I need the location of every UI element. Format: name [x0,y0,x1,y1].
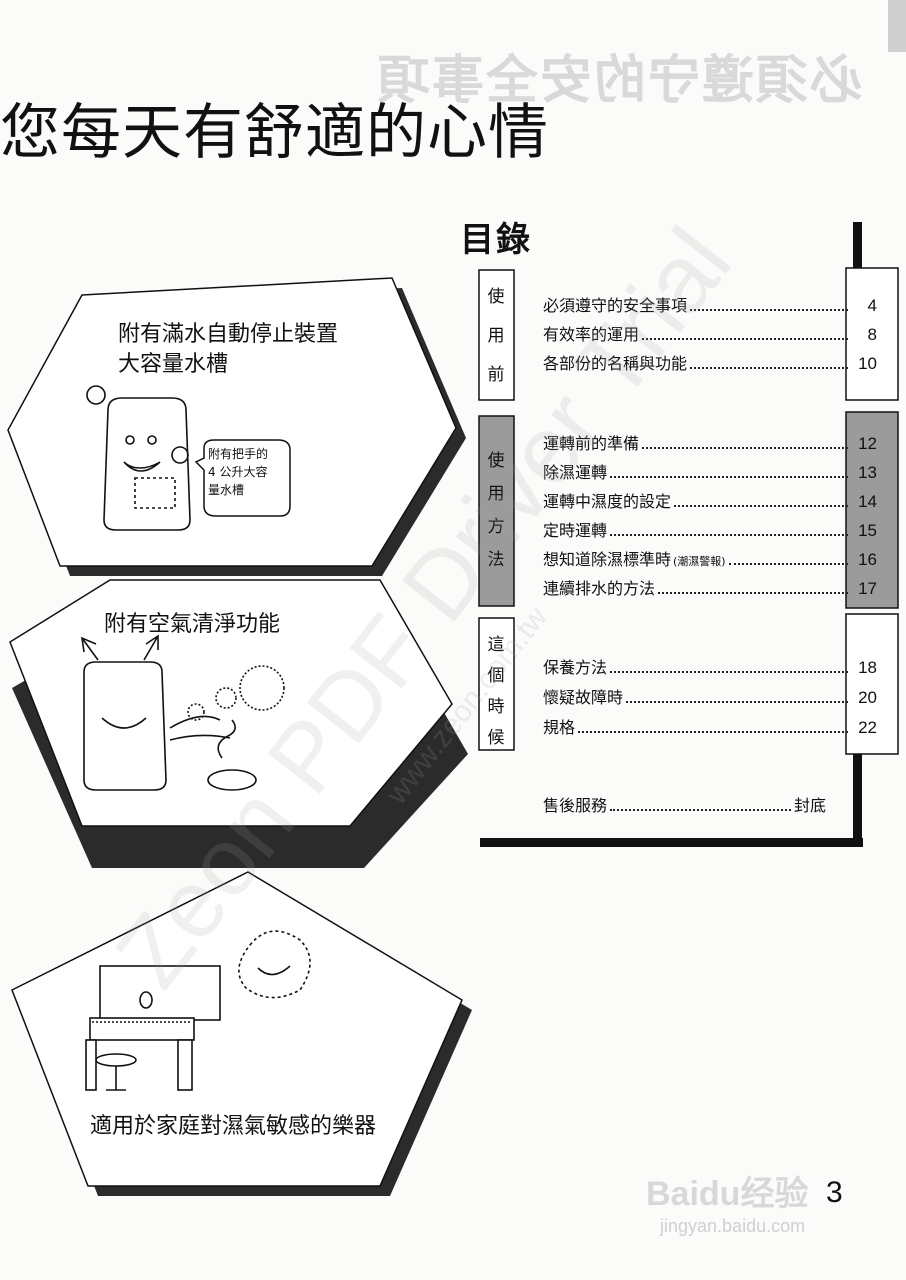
toc-entry[interactable]: 各部份的名稱與功能 10 [543,350,877,374]
leader-dots [690,308,848,311]
toc-entry-page: 13 [858,463,877,482]
toc-entry-page: 10 [858,354,877,373]
leader-dots [674,504,848,507]
after-sales-page: 封底 [793,796,826,815]
label-char: 個 [487,666,505,686]
bubble-line-3: 量水槽 [208,483,245,497]
toc-entry-title: 各部份的名稱與功能 [543,354,688,373]
toc-entry-title: 必須遵守的安全事項 [543,296,688,315]
toc-entry-title: 保養方法 [543,658,608,677]
page-number: 3 [826,1176,843,1209]
page-title: 您每天有舒適的心情 [0,98,549,168]
feature-3-title: 適用於家庭對濕氣敏感的樂器 [90,1114,377,1139]
toc-entry[interactable]: 連續排水的方法 17 [543,575,877,599]
label-char: 用 [487,326,505,346]
toc-entry-page: 12 [858,434,877,453]
toc-entry-page: 18 [858,658,877,677]
toc-entry-title: 想知道除濕標準時 [543,550,672,569]
toc-entry-title: 運轉前的準備 [543,434,640,453]
toc-entry-title: 規格 [543,718,576,737]
leader-dots [626,700,848,703]
toc-title: 目錄 [460,220,532,260]
toc-entry-title: 定時運轉 [543,521,608,540]
toc-after-sales[interactable]: 售後服務 封底 [543,792,826,816]
label-char: 候 [487,728,505,748]
section-label-before-use: 使 用 前 [483,282,509,391]
feature-1-title-line-2: 大容量水槽 [118,352,229,377]
air-purifier-illustration [81,634,285,791]
toc-entry[interactable]: 有效率的運用 8 [543,321,877,345]
edge-tab [888,0,906,52]
toc-entry[interactable]: 保養方法 18 [543,654,877,678]
toc-entry-page: 22 [858,718,877,737]
toc-entry-title: 懷疑故障時 [543,688,624,707]
leader-dots [610,670,848,673]
toc-entry-title: 有效率的運用 [543,325,640,344]
leader-dots [578,730,848,733]
toc-entry-page: 16 [858,550,877,569]
section-label-troubleshooting: 這 個 時 候 [483,630,509,754]
tank-speech-bubble [194,439,291,517]
label-char: 用 [487,484,505,504]
label-char: 時 [487,697,505,717]
feature-1-title-line-1: 附有滿水自動停止裝置 [118,322,339,347]
toc-entry[interactable]: 必須遵守的安全事項 4 [543,292,877,316]
feature-panel-3 [11,871,472,1196]
toc-entry-title: 連續排水的方法 [543,579,656,598]
section-label-usage: 使 用 方 法 [483,446,509,576]
leader-dots [728,562,848,565]
leader-dots [658,591,848,594]
label-char: 法 [487,550,505,570]
toc-entry-title: 運轉中濕度的設定 [543,492,672,511]
toc-entry-page: 17 [858,579,877,598]
toc-frame [478,222,899,847]
toc-entry[interactable]: 懷疑故障時 20 [543,684,877,708]
toc-entry-page: 4 [867,296,877,315]
leader-dots [610,533,848,536]
label-char: 使 [487,451,505,471]
leader-dots [642,446,848,449]
bubble-line-2: 4 公升大容 [208,465,268,479]
leader-dots [690,366,848,369]
toc-entry-note: (潮濕警報) [673,555,726,568]
toc-entry[interactable]: 運轉前的準備 12 [543,430,877,454]
toc-entry[interactable]: 運轉中濕度的設定 14 [543,488,877,512]
feature-2-title: 附有空氣清淨功能 [104,612,281,637]
label-char: 方 [487,517,505,537]
label-char: 使 [487,287,505,307]
toc-entry-title: 除濕運轉 [543,463,608,482]
label-char: 前 [487,365,505,385]
baidu-url: jingyan.baidu.com [660,1216,806,1236]
leader-dots [610,809,791,811]
toc-entry[interactable]: 規格 22 [543,714,877,738]
dehumidifier-illustration [86,385,191,531]
baidu-logo: Baidu经验 [646,1175,809,1213]
bubble-line-1: 附有把手的 [208,447,269,461]
toc-entry-page: 14 [858,492,877,511]
after-sales-title: 售後服務 [543,796,608,815]
toc-entry-page: 20 [858,688,877,707]
leader-dots [610,475,848,478]
toc-entry-page: 15 [858,521,877,540]
toc-entry[interactable]: 除濕運轉 13 [543,459,877,483]
toc-entry-page: 8 [867,325,877,344]
toc-entry[interactable]: 想知道除濕標準時 (潮濕警報) 16 [543,546,877,570]
label-char: 這 [487,635,505,655]
toc-entry[interactable]: 定時運轉 15 [543,517,877,541]
piano-illustration [85,930,311,1091]
leader-dots [642,337,848,340]
